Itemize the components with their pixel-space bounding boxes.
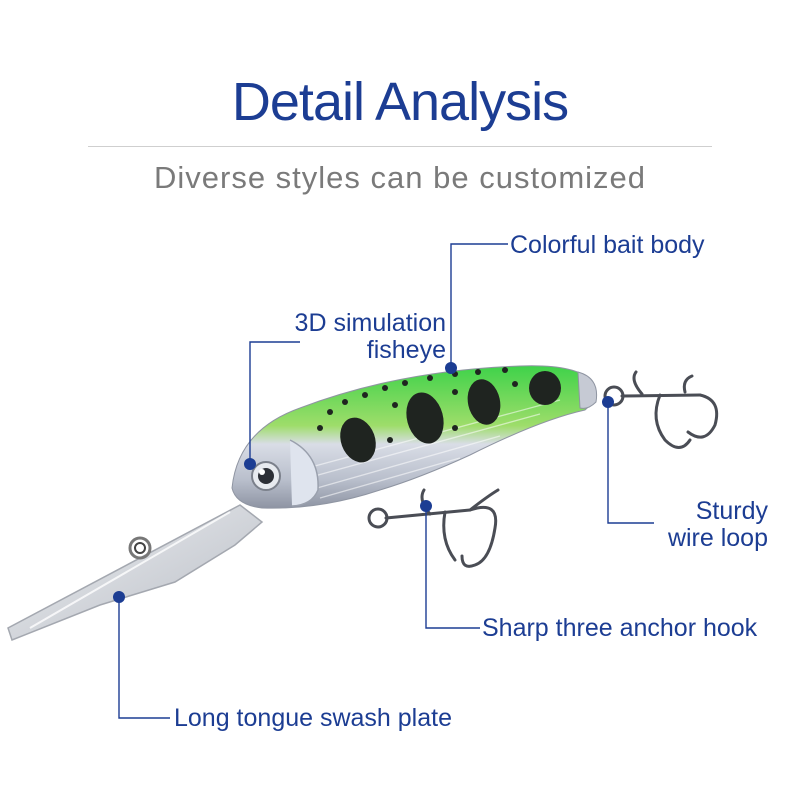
title-divider [88,146,712,147]
swash-plate [7,504,264,641]
callout-dot-hook [420,500,432,512]
rear-hook [603,370,719,449]
belly-hook [367,488,500,568]
lure-body [231,365,598,509]
callout-dot-body [445,362,457,374]
label-fisheye: 3D simulation fisheye [270,310,446,364]
label-bait-body: Colorful bait body [510,231,705,259]
callout-dot-eye [244,458,256,470]
label-wire-loop-line1: Sturdy [695,497,768,525]
label-wire-loop-line2: wire loop [667,524,768,552]
fisheye [251,461,281,491]
label-fisheye-line2: fisheye [366,336,446,364]
label-anchor-hook: Sharp three anchor hook [482,614,758,642]
page-subtitle: Diverse styles can be customized [153,160,647,195]
page-title: Detail Analysis [231,72,569,132]
label-wire-loop: Sturdy wire loop [640,498,768,552]
label-swash-plate: Long tongue swash plate [174,704,452,732]
callout-lines [118,243,654,719]
label-fisheye-line1: 3D simulation [294,309,446,337]
callout-dot-loop [602,396,614,408]
callout-dot-lip [113,591,125,603]
